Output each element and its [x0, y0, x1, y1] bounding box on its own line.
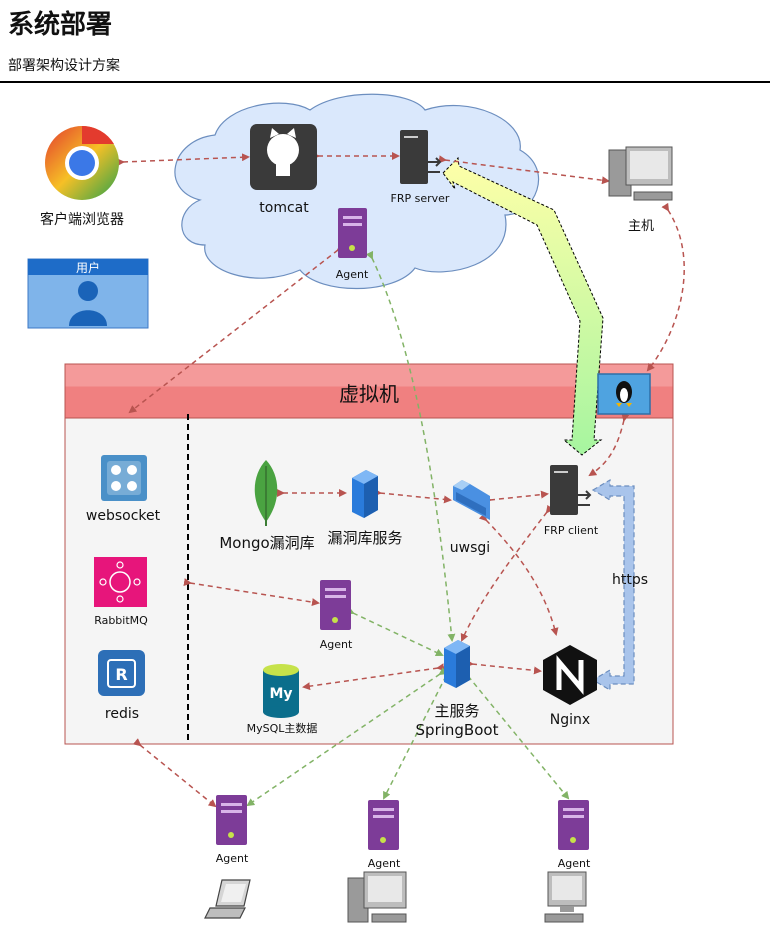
svg-text:My: My [269, 686, 292, 702]
vuln-service-server-icon [352, 470, 378, 518]
frp-tunnel-arrow [442, 156, 604, 456]
avatar-icon [78, 281, 98, 301]
mongo-leaf-icon [254, 460, 278, 526]
frp-server-icon [400, 130, 442, 184]
vm-agent-server-icon [320, 580, 351, 630]
main-service-server-icon [444, 640, 470, 688]
rabbitmq-icon [94, 557, 147, 607]
rabbitmq-label: RabbitMQ [94, 614, 148, 627]
websocket-label: websocket [86, 508, 161, 524]
agent-right-label: Agent [558, 857, 591, 870]
page-subtitle: 部署架构设计方案 [8, 58, 120, 74]
vm-title: 虚拟机 [339, 382, 399, 406]
deployment-diagram: 虚拟机 https 客户端浏览器 [27, 93, 685, 923]
mongo-label: Mongo漏洞库 [219, 534, 314, 552]
agent-right-server-icon [558, 800, 589, 850]
header-divider [0, 81, 770, 83]
agent-mid-server-icon [368, 800, 399, 850]
green-links [246, 250, 570, 807]
desktop-computer-icon [347, 871, 407, 923]
redis-icon: R [98, 650, 145, 696]
frp-client-icon [550, 465, 592, 515]
monitor-computer-icon [544, 871, 587, 923]
vm-agent-label: Agent [320, 638, 353, 651]
cloud-agent-server-icon [338, 208, 367, 258]
user-card [27, 258, 149, 329]
user-label: 用户 [76, 260, 100, 275]
agent-mid-label: Agent [368, 857, 401, 870]
https-label: https [612, 572, 648, 588]
laptop-icon [204, 879, 251, 919]
svg-text:R: R [115, 665, 127, 684]
agent-left-label: Agent [216, 852, 249, 865]
nginx-label: Nginx [550, 712, 590, 728]
uwsgi-folder-icon [453, 480, 490, 520]
page-title: 系统部署 [8, 10, 113, 40]
vuln-service-label: 漏洞库服务 [327, 529, 402, 547]
redis-label: redis [105, 706, 139, 722]
tomcat-label: tomcat [259, 200, 309, 216]
frp-client-label: FRP client [544, 524, 599, 537]
agent-left-server-icon [216, 795, 247, 845]
host-computer-icon [608, 146, 673, 201]
main-service-label-line2: SpringBoot [416, 721, 499, 739]
frp-server-label: FRP server [391, 192, 450, 205]
browser-icon [45, 125, 119, 200]
github-icon [250, 124, 317, 190]
uwsgi-label: uwsgi [450, 540, 490, 556]
mysql-icon: My [263, 664, 299, 718]
nginx-icon [543, 645, 597, 705]
mysql-label: MySQL主数据 [247, 721, 318, 735]
websocket-icon [101, 455, 147, 501]
host-label: 主机 [628, 219, 654, 234]
linux-monitor-icon [597, 373, 651, 415]
browser-label: 客户端浏览器 [40, 211, 124, 228]
main-service-label-line1: 主服务 [434, 702, 479, 720]
cloud-agent-label: Agent [336, 268, 369, 281]
